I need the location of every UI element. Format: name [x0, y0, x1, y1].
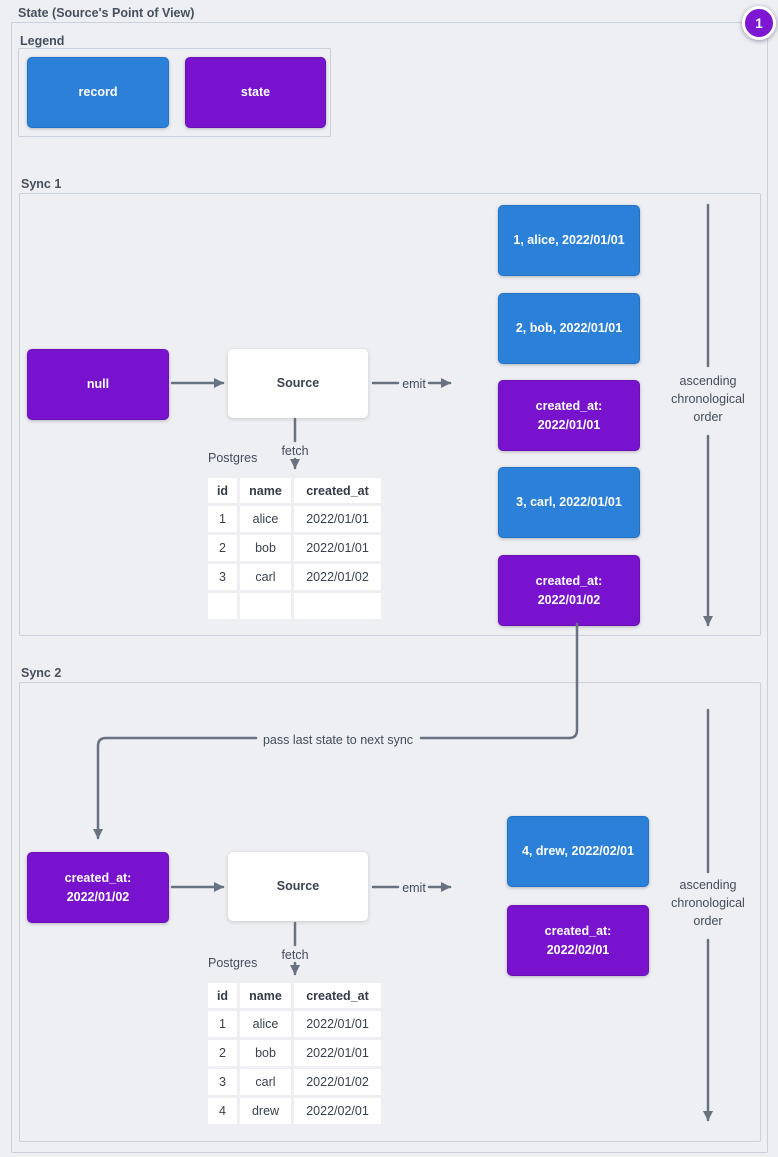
table-cell: 2 — [208, 535, 237, 561]
sync2-source-box: Source — [228, 852, 368, 921]
sync1-emitted-record-3: 3, carl, 2022/01/01 — [498, 467, 640, 538]
table-cell: 4 — [208, 1098, 237, 1124]
sync2-input-state-box: created_at: 2022/01/02 — [27, 852, 169, 923]
column-header: created_at — [294, 983, 381, 1008]
table-cell — [240, 593, 291, 619]
legend-title: Legend — [20, 34, 65, 48]
pass-state-label: pass last state to next sync — [262, 733, 414, 747]
table-cell: 1 — [208, 506, 237, 532]
table-cell: 2022/02/01 — [294, 1098, 381, 1124]
sync2-fetch-label: fetch — [281, 948, 309, 962]
sync2-postgres-table: id name created_at 1 alice 2022/01/01 2 … — [208, 983, 381, 1124]
table-cell: 2022/01/02 — [294, 564, 381, 590]
sync1-emitted-record-1: 1, alice, 2022/01/01 — [498, 205, 640, 276]
table-cell: 2022/01/01 — [294, 506, 381, 532]
table-cell: carl — [240, 564, 291, 590]
sync1-input-state-box: null — [27, 349, 169, 420]
table-cell: 2 — [208, 1040, 237, 1066]
sync1-order-note: ascending chronological order — [671, 374, 745, 424]
sync1-title: Sync 1 — [21, 177, 62, 191]
table-cell — [294, 593, 381, 619]
legend-record-swatch: record — [27, 57, 169, 128]
sync2-emitted-record-1: 4, drew, 2022/02/01 — [507, 816, 649, 887]
sync2-postgres-label: Postgres — [208, 956, 258, 970]
sync1-source-box: Source — [228, 349, 368, 418]
sync1-postgres-table: id name created_at 1 alice 2022/01/01 2 … — [208, 478, 381, 619]
comment-badge[interactable]: 1 — [742, 6, 776, 40]
sync2-title: Sync 2 — [21, 666, 62, 680]
sync1-emitted-state-2: created_at: 2022/01/02 — [498, 555, 640, 626]
page-title: State (Source's Point of View) — [18, 6, 195, 20]
column-header: id — [208, 983, 237, 1008]
sync1-postgres-label: Postgres — [208, 451, 258, 465]
sync1-emitted-record-2: 2, bob, 2022/01/01 — [498, 293, 640, 364]
sync1-emit-label: emit — [402, 377, 426, 391]
column-header: created_at — [294, 478, 381, 503]
table-cell: bob — [240, 1040, 291, 1066]
column-header: id — [208, 478, 237, 503]
table-cell: alice — [240, 1011, 291, 1037]
table-cell: alice — [240, 506, 291, 532]
column-header: name — [240, 983, 291, 1008]
column-header: name — [240, 478, 291, 503]
sync1-frame — [19, 193, 761, 636]
sync2-frame — [19, 682, 761, 1142]
sync2-emitted-state-1: created_at: 2022/02/01 — [507, 905, 649, 976]
table-cell: 1 — [208, 1011, 237, 1037]
table-cell: bob — [240, 535, 291, 561]
outer-frame — [11, 22, 768, 1153]
table-cell: 2022/01/01 — [294, 1011, 381, 1037]
table-cell: drew — [240, 1098, 291, 1124]
sync1-emitted-state-1: created_at: 2022/01/01 — [498, 380, 640, 451]
sync1-fetch-label: fetch — [281, 444, 309, 458]
legend-state-swatch: state — [185, 57, 326, 128]
table-cell: 2022/01/01 — [294, 535, 381, 561]
table-cell: 2022/01/01 — [294, 1040, 381, 1066]
table-cell: 2022/01/02 — [294, 1069, 381, 1095]
table-cell: 3 — [208, 1069, 237, 1095]
table-cell: 3 — [208, 564, 237, 590]
table-cell — [208, 593, 237, 619]
legend-frame — [18, 48, 331, 137]
sync2-order-note: ascending chronological order — [671, 878, 745, 928]
table-cell: carl — [240, 1069, 291, 1095]
sync2-emit-label: emit — [402, 881, 426, 895]
